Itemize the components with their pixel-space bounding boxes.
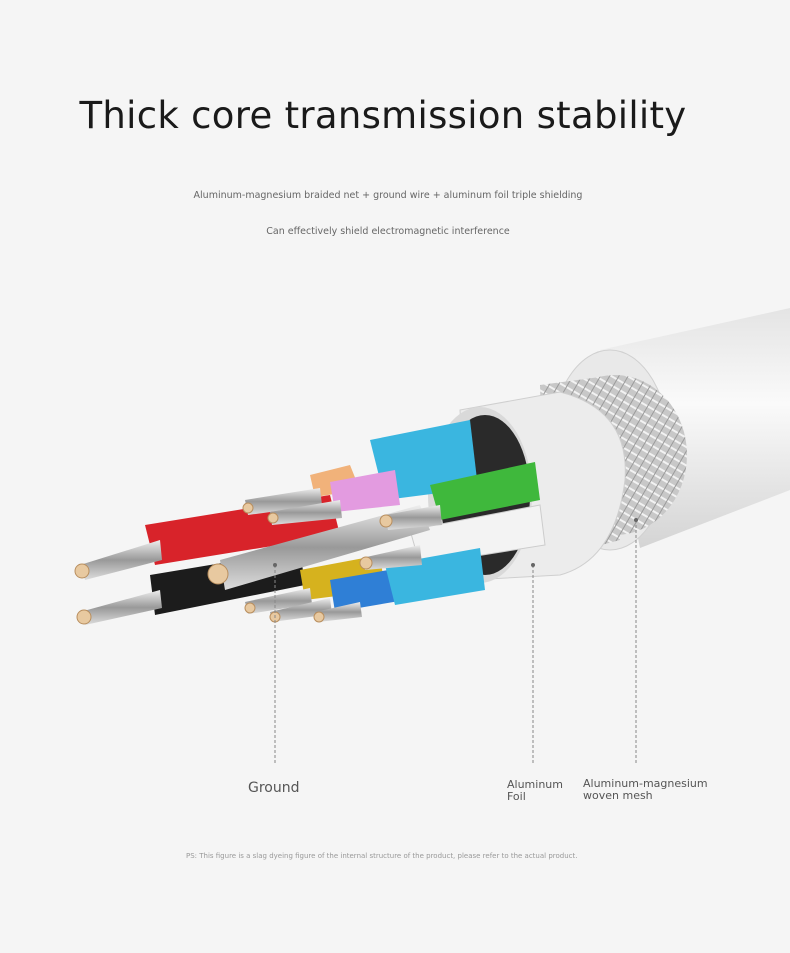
aluminum-foil-label: Aluminum Foil [507,779,563,803]
subtitle-shielding: Aluminum-magnesium braided net + ground … [193,190,583,201]
woven-mesh-label-line1: Aluminum-magnesium [583,777,708,790]
woven-mesh-label-line2: woven mesh [583,789,653,802]
woven-mesh-label: Aluminum-magnesium woven mesh [583,778,708,802]
inner-wires [74,420,546,625]
subtitle-interference: Can effectively shield electromagnetic i… [266,226,510,237]
ground-label: Ground [248,780,300,796]
footnote: PS: This figure is a slag dyeing figure … [186,852,578,860]
aluminum-foil-label-line2: Foil [507,790,526,803]
page-title: Thick core transmission stability [79,94,687,137]
aluminum-foil-label-line1: Aluminum [507,778,563,791]
